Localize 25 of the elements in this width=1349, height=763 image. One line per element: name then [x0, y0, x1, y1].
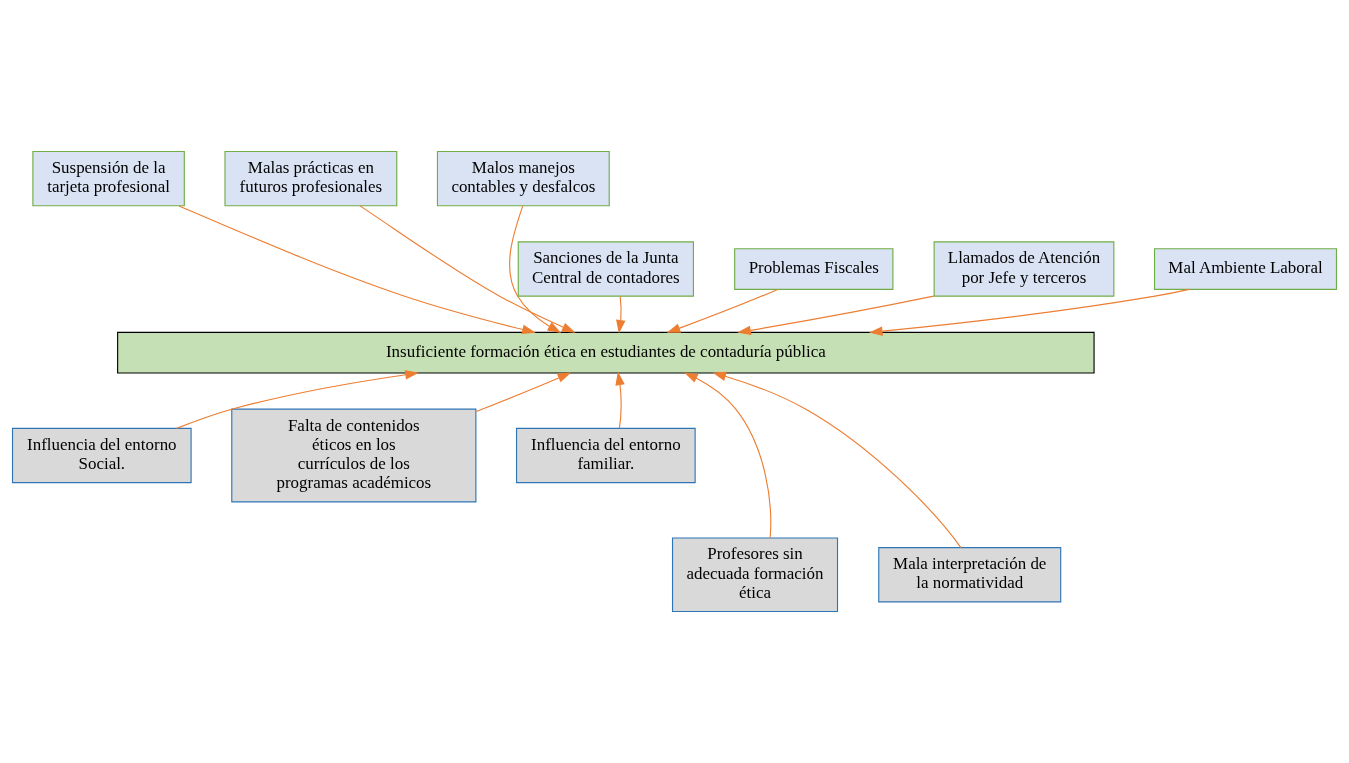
node-box: Malos manejos contables y desfalcos: [436, 150, 610, 207]
node-box: Influencia del entorno Social.: [11, 427, 192, 484]
arrow: [616, 295, 626, 334]
arrow: [737, 295, 935, 336]
arrow: [176, 370, 419, 429]
node-box: Suspensión de la tarjeta profesional: [32, 150, 185, 207]
arrow: [615, 371, 625, 429]
arrow: [359, 205, 576, 333]
node-box: Profesores sin adecuada formación ética: [671, 537, 839, 613]
node-box: Mala interpretación de la normatividad: [878, 547, 1062, 603]
arrow: [666, 288, 779, 333]
arrow: [684, 372, 772, 539]
node-box: Falta de contenidos éticos en los currículos de los programas académicos: [231, 408, 477, 503]
arrow: [509, 205, 562, 333]
node-box: Mal Ambiente Laboral: [1153, 248, 1338, 290]
arrow: [178, 205, 536, 335]
arrow: [869, 288, 1190, 336]
arrow: [475, 372, 572, 413]
node-box: Influencia del entorno familiar.: [516, 427, 696, 484]
arrow: [712, 371, 962, 549]
node-box: Llamados de Atención por Jefe y terceros: [933, 241, 1115, 297]
node-box: Problemas Fiscales: [734, 248, 894, 290]
node-box: Sanciones de la Junta Central de contadores: [517, 241, 694, 297]
node-box: Malas prácticas en futuros profesionales: [224, 150, 398, 207]
node-box: Insuficiente formación ética en estudiantes de contaduría pública: [117, 331, 1095, 374]
